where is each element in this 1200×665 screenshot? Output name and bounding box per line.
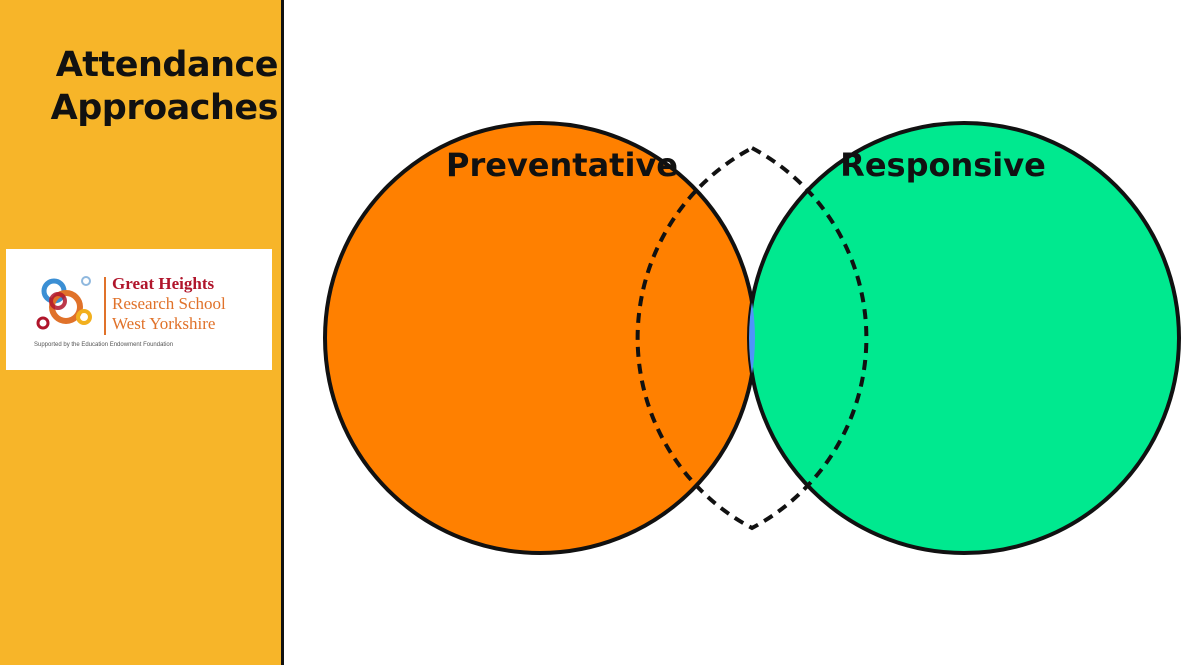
title-line-2: Approaches [50, 88, 279, 128]
sidebar: Attendance Approaches Great Heights Rese… [0, 0, 284, 665]
responsive-circle [747, 121, 1181, 555]
venn-diagram: Preventative Responsive [323, 121, 1181, 555]
responsive-label: Responsive [840, 146, 1046, 184]
logo-tagline: Supported by the Education Endowment Fou… [34, 342, 174, 348]
preventative-label: Preventative [446, 146, 678, 184]
logo-line-1: Great Heights [112, 274, 215, 293]
logo-wordmark: Great Heights Research School West Yorks… [112, 274, 226, 334]
slide-title: Attendance Approaches [10, 44, 279, 130]
preventative-circle [323, 121, 757, 555]
logo-card: Great Heights Research School West Yorks… [6, 249, 272, 370]
overlap-outline [635, 145, 869, 531]
logo-line-2: Research School [112, 294, 226, 313]
title-line-1: Attendance [55, 45, 279, 85]
circles-logo-icon [36, 276, 92, 330]
logo-divider [104, 277, 106, 335]
logo-line-3: West Yorkshire [112, 314, 216, 333]
